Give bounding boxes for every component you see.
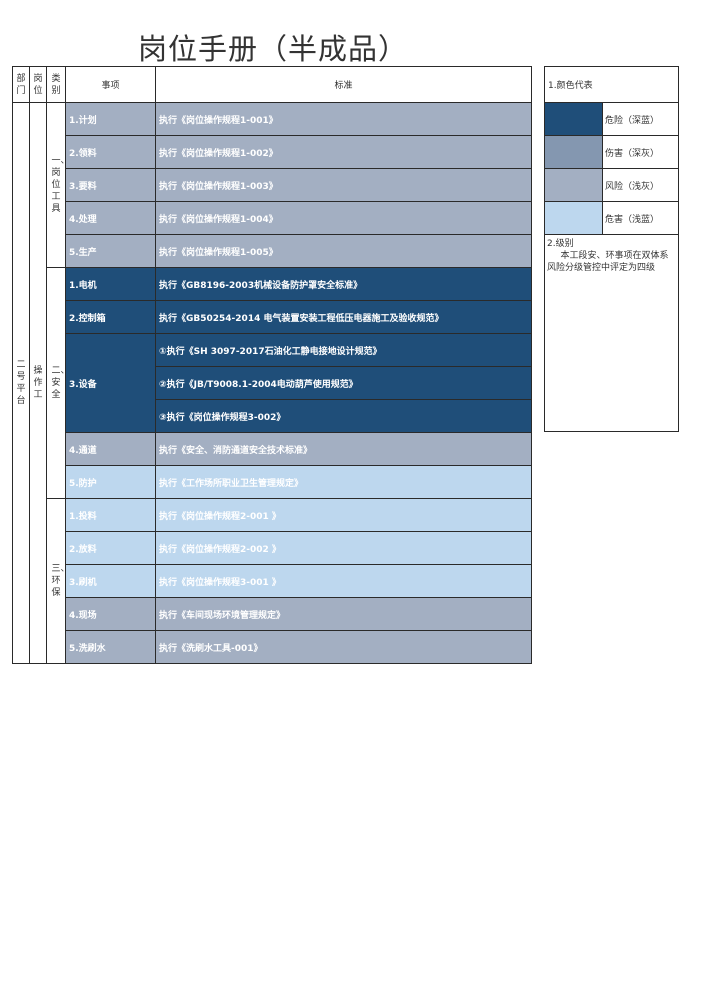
legend-label: 危险（深蓝） [602,102,679,136]
category-env: 三、环保 [46,498,70,664]
table-row: ②执行《JB/T9008.1-2004电动葫芦使用规范》 [13,366,532,400]
page-title: 岗位手册（半成品） [137,32,408,66]
legend-swatch-dark-blue [544,102,603,136]
standard-cell: 执行《岗位操作规程3-001 》 [155,564,532,598]
standard-cell: 执行《GB8196-2003机械设备防护罩安全标准》 [155,267,532,301]
table-row: 4.处理 执行《岗位操作规程1-004》 [13,201,532,235]
legend-label: 风险（浅灰） [602,168,679,202]
standard-cell: 执行《车间现场环境管理规定》 [155,597,532,631]
legend-label: 危害（浅蓝） [602,201,679,235]
standard-cell: 执行《岗位操作规程2-002 》 [155,531,532,565]
legend-swatch-light-gray [544,168,603,202]
legend-note-heading: 2.级别 [547,239,574,249]
item-cell: 5.洗刷水 [65,630,156,664]
legend-swatch-light-blue [544,201,603,235]
table-row: 二、安全 1.电机 执行《GB8196-2003机械设备防护罩安全标准》 [13,267,532,499]
header-standard: 标准 [155,66,532,103]
item-cell: 3.刷机 [65,564,156,598]
table-row: 二号平台 操作工 一、岗位工具 1.计划 执行《岗位操作规程1-001》 [12,102,532,664]
legend-item: 危险（深蓝） [544,102,679,136]
standard-cell: 执行《岗位操作规程1-002》 [155,135,532,169]
item-cell: 4.处理 [65,201,156,235]
legend-swatch-dark-gray [544,135,603,169]
standard-cell: ①执行《SH 3097-2017石油化工静电接地设计规范》 [155,333,532,367]
legend-heading: 1.颜色代表 [544,66,679,103]
table-row: 3.要料 执行《岗位操作规程1-003》 [13,168,532,202]
item-cell: 4.通道 [65,432,156,466]
item-cell: 2.领料 [65,135,156,169]
standard-cell: 执行《安全、消防通道安全技术标准》 [155,432,532,466]
item-cell: 2.放料 [65,531,156,565]
header-category: 类别 [46,66,66,103]
standard-cell: 执行《岗位操作规程1-004》 [155,201,532,235]
standard-cell: 执行《岗位操作规程1-003》 [155,168,532,202]
table-row: 4.现场 执行《车间现场环境管理规定》 [13,597,532,631]
header-row: 部门 岗位 类别 事项 标准 [12,66,532,103]
category-tools: 一、岗位工具 [46,102,70,268]
header-post: 岗位 [29,66,47,103]
table-row: 2.放料 执行《岗位操作规程2-002 》 [13,531,532,565]
table-row: 3.设备 ①执行《SH 3097-2017石油化工静电接地设计规范》 [13,333,532,433]
legend-table: 1.颜色代表 危险（深蓝） 伤害（深灰） 风险（浅灰） 危害（浅蓝） 2.级别 … [544,66,679,432]
table-row: 5.生产 执行《岗位操作规程1-005》 [13,234,532,268]
post-cell: 操作工 [29,102,47,664]
item-cell: 4.现场 [65,597,156,631]
standard-cell: 执行《工作场所职业卫生管理规定》 [155,465,532,499]
header-item: 事项 [65,66,156,103]
standard-cell: 执行《洗刷水工具-001》 [155,630,532,664]
category-safety: 二、安全 [46,267,70,499]
item-cell: 1.投料 [65,498,156,532]
legend-item: 危害（浅蓝） [544,201,679,235]
standard-cell: 执行《GB50254-2014 电气装置安装工程低压电器施工及验收规范》 [155,300,532,334]
table-row: 2.领料 执行《岗位操作规程1-002》 [13,135,532,169]
table-row: 4.通道 执行《安全、消防通道安全技术标准》 [13,432,532,466]
table-row: ③执行《岗位操作规程3-002》 [13,399,532,433]
standard-cell: 执行《岗位操作规程1-001》 [155,102,532,136]
item-cell: 1.电机 [65,267,156,301]
table-row: 三、环保 1.投料 执行《岗位操作规程2-001 》 [13,498,532,664]
legend-label: 伤害（深灰） [602,135,679,169]
legend-item: 风险（浅灰） [544,168,679,202]
standard-cell: 执行《岗位操作规程2-001 》 [155,498,532,532]
table-row: 2.控制箱 执行《GB50254-2014 电气装置安装工程低压电器施工及验收规… [13,300,532,334]
item-cell: 5.防护 [65,465,156,499]
item-cell: 3.要料 [65,168,156,202]
item-cell: 3.设备 [65,333,156,433]
header-dept: 部门 [12,66,30,103]
standard-cell: ③执行《岗位操作规程3-002》 [155,399,532,433]
item-cell: 1.计划 [65,102,156,136]
table-row: 3.刷机 执行《岗位操作规程3-001 》 [13,564,532,598]
item-cell: 5.生产 [65,234,156,268]
dept-cell: 二号平台 [12,102,30,664]
standard-cell: 执行《岗位操作规程1-005》 [155,234,532,268]
standard-cell: ②执行《JB/T9008.1-2004电动葫芦使用规范》 [155,366,532,400]
post-manual-table: 部门 岗位 类别 事项 标准 二号平台 操作工 一、岗位工具 1.计划 执行《岗… [12,66,532,664]
table-row: 5.洗刷水 执行《洗刷水工具-001》 [13,630,532,664]
legend-note-text: 本工段安、环事项在双体系风险分级管控中评定为四级 [547,251,669,273]
legend-item: 伤害（深灰） [544,135,679,169]
item-cell: 2.控制箱 [65,300,156,334]
legend-note: 2.级别 本工段安、环事项在双体系风险分级管控中评定为四级 [544,234,679,432]
table-row: 5.防护 执行《工作场所职业卫生管理规定》 [13,465,532,499]
